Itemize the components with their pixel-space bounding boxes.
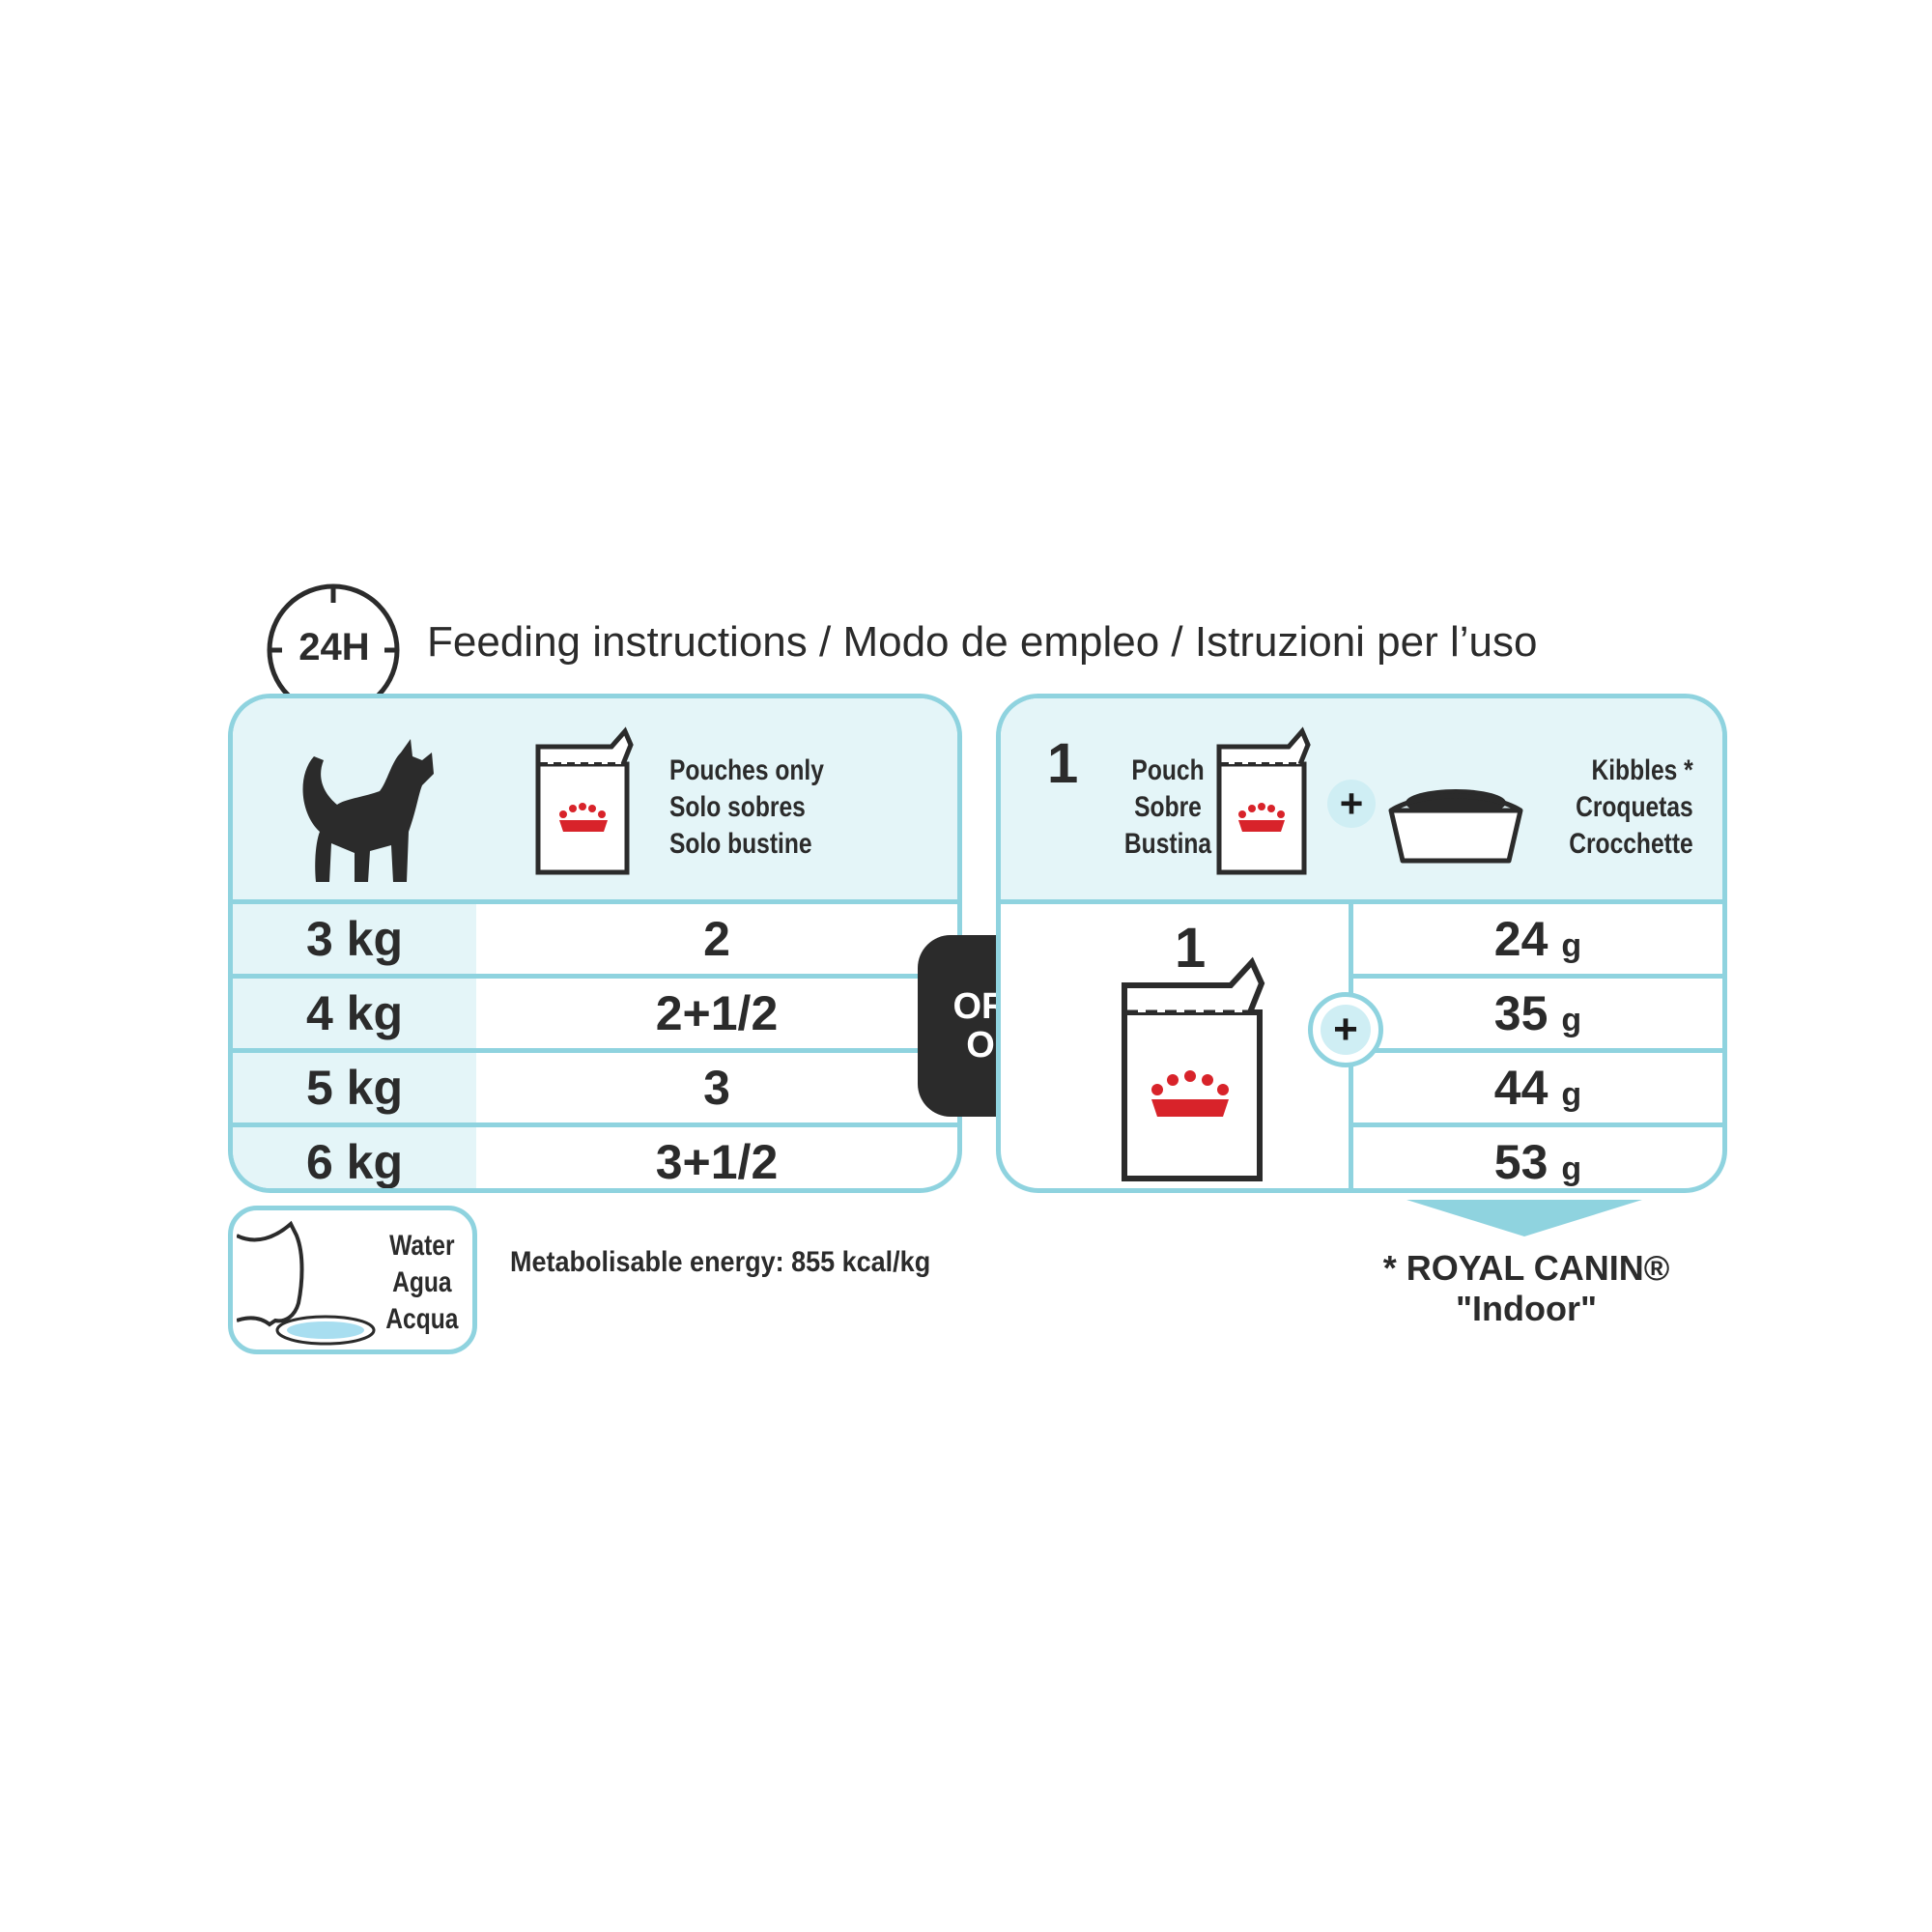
table-row: 3 kg 2 (233, 904, 957, 979)
pouch-label: Pouch Sobre Bustina (1123, 754, 1212, 860)
weight-cell: 6 kg (233, 1127, 476, 1188)
pouches-only-card: Pouches only Solo sobres Solo bustine 3 … (228, 694, 962, 1193)
pouch-count-cell: 3 (703, 1061, 730, 1115)
kibbles-label: Kibbles * Croquetas Crocchette (1569, 754, 1693, 860)
footnote: * ROYAL CANIN® "Indoor" (1382, 1248, 1670, 1328)
pouch-icon (1122, 956, 1265, 1181)
pouch-count-cell: 2 (703, 912, 730, 966)
water-label: Water Agua Acqua (385, 1230, 459, 1335)
table-row: 4 kg 2+1/2 (233, 979, 957, 1053)
weight-cell: 4 kg (233, 979, 476, 1048)
table-row: 6 kg 3+1/2 (233, 1127, 957, 1189)
pouch-count: 1 (1175, 917, 1207, 980)
pouches-only-header: Pouches only Solo sobres Solo bustine (233, 698, 957, 904)
weight-cell: 3 kg (233, 904, 476, 974)
pouch-count-cell: 3+1/2 (655, 1135, 779, 1189)
pouches-table: 3 kg 2 4 kg 2+1/2 5 kg 3 6 kg 3+1/2 (233, 904, 957, 1188)
mixed-feeding-header: 1 Pouch Sobre Bustina + Kibbles * Croque… (1001, 698, 1722, 904)
pointer-triangle (1406, 1200, 1642, 1236)
bowl-icon (1388, 789, 1523, 864)
pouch-icon (1216, 726, 1311, 875)
clock-label: 24H (298, 626, 370, 668)
mixed-feeding-card: 1 Pouch Sobre Bustina + Kibbles * Croque… (996, 694, 1727, 1193)
table-row: 5 kg 3 (233, 1053, 957, 1127)
cat-icon (302, 739, 434, 882)
page-title: Feeding instructions / Modo de empleo / … (427, 618, 1538, 666)
plus-icon: + (1327, 780, 1376, 828)
cat-drinking-icon (237, 1220, 376, 1346)
pouch-icon (535, 726, 634, 875)
pouch-column: 1 (1001, 904, 1349, 1188)
weight-cell: 5 kg (233, 1053, 476, 1122)
header-pouch-count: 1 (1047, 732, 1079, 795)
pouches-only-label: Pouches only Solo sobres Solo bustine (669, 754, 824, 860)
energy-text: Metabolisable energy: 855 kcal/kg (510, 1246, 931, 1278)
plus-icon: + (1308, 992, 1383, 1067)
pouch-count-cell: 2+1/2 (655, 986, 779, 1040)
water-card: Water Agua Acqua (228, 1206, 477, 1354)
